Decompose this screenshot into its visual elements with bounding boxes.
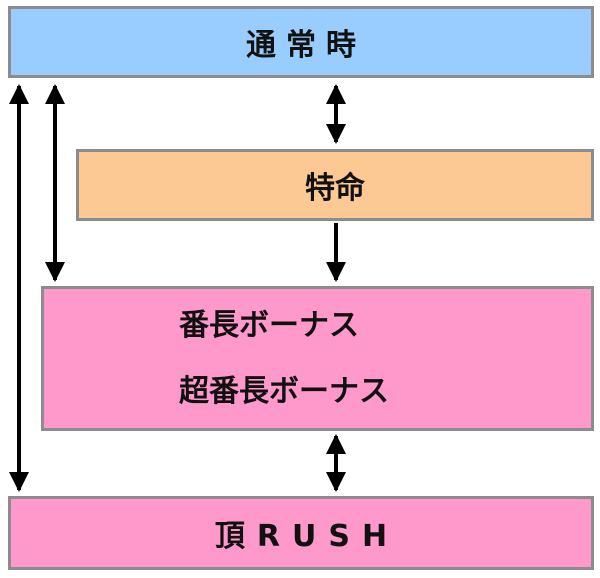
- state-bonus-label-2: 超番長ボーナス: [179, 373, 389, 409]
- state-bonus-label-1: 番長ボーナス: [179, 307, 359, 343]
- state-rush-label: 頂RUSH: [214, 519, 400, 554]
- state-tokumei: 特命: [76, 149, 594, 221]
- state-normal: 通常時: [8, 6, 594, 78]
- state-tokumei-label: 特命: [305, 171, 365, 206]
- state-rush: 頂RUSH: [8, 496, 594, 570]
- state-bonus: 番長ボーナス 超番長ボーナス: [41, 286, 594, 431]
- state-normal-label: 通常時: [246, 28, 366, 63]
